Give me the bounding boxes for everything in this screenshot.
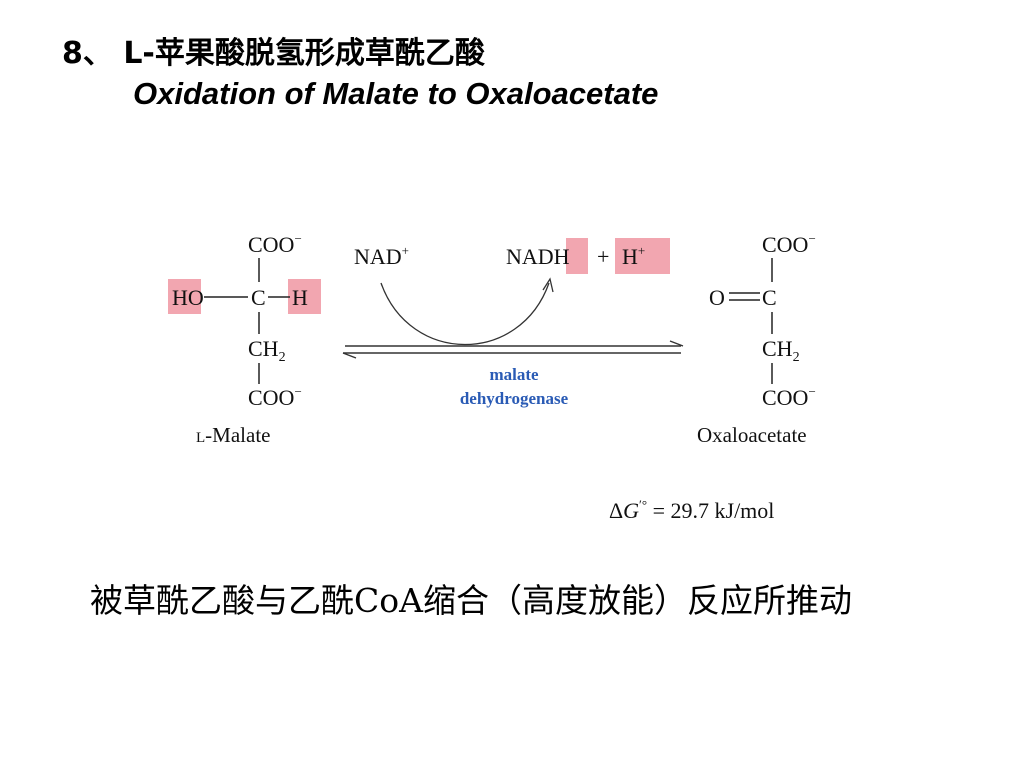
oxaloacetate-bottom-carboxylate: COO− <box>762 384 816 410</box>
malate-hydrogen: H <box>292 285 308 310</box>
malate-label: L-Malate <box>196 423 270 447</box>
equilibrium-arrows <box>342 340 684 359</box>
malate-ho-highlight <box>168 279 201 314</box>
delta-g-value: ΔG′° = 29.7 kJ/mol <box>609 497 774 523</box>
cofactor-curved-arrow <box>380 282 550 345</box>
reverse-arrowhead <box>342 352 357 359</box>
forward-arrowhead <box>669 340 684 347</box>
enzyme-name-line2: dehydrogenase <box>460 389 569 408</box>
nad-plus-label: NAD+ <box>354 243 409 269</box>
oxaloacetate-central-carbon: C <box>762 285 777 310</box>
oxaloacetate-top-carboxylate: COO− <box>762 231 816 257</box>
oxaloacetate-label: Oxaloacetate <box>697 423 807 447</box>
proton-highlight <box>615 238 670 274</box>
nadh-h-highlight <box>566 238 588 274</box>
malate-bottom-carboxylate: COO− <box>248 384 302 410</box>
malate-structure: COO− HO C H CH2 COO− L-Malate <box>168 231 321 447</box>
oxaloacetate-methylene: CH2 <box>762 336 800 365</box>
oxaloacetate-structure: COO− O C CH2 COO− Oxaloacetate <box>697 231 816 447</box>
proton-label: H+ <box>622 243 645 269</box>
enzyme-name-line1: malate <box>489 365 539 384</box>
malate-hydroxyl: HO <box>172 285 204 310</box>
oxaloacetate-oxygen: O <box>709 285 725 310</box>
slide-title-chinese: 8、 L-苹果酸脱氢形成草酰乙酸 <box>62 36 485 71</box>
nadh-label: NADH <box>506 244 570 269</box>
plus-sign: + <box>597 244 609 269</box>
malate-central-carbon: C <box>251 285 266 310</box>
malate-top-carboxylate: COO− <box>248 231 302 257</box>
malate-methylene: CH2 <box>248 336 286 365</box>
slide-title-english: Oxidation of Malate to Oxaloacetate <box>133 76 659 111</box>
explanatory-caption: 被草酰乙酸与乙酰CoA缩合（高度放能）反应所推动 <box>90 581 852 620</box>
malate-h-highlight <box>288 279 321 314</box>
cofactors: NAD+ NADH + H+ <box>354 238 670 345</box>
cofactor-arrowhead <box>542 277 554 293</box>
